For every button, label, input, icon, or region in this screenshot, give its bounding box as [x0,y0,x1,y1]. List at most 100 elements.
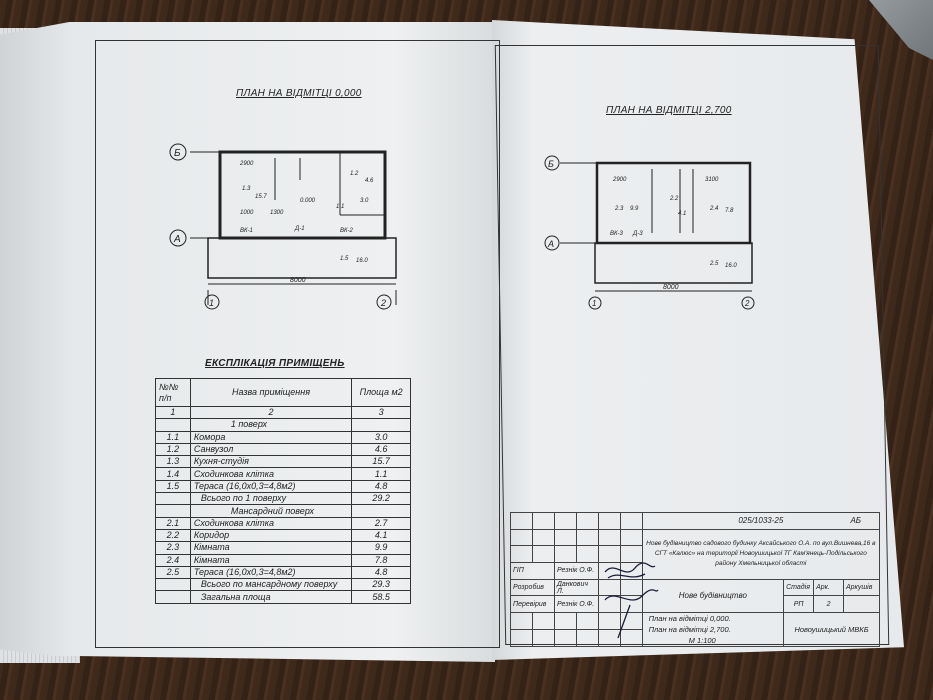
stage-label: Стадія [783,578,815,597]
plan2-title: ПЛАН НА ВІДМІТЦІ 2,700 [606,105,732,116]
row-number: 2.5 [155,565,191,580]
room-area [351,418,411,432]
room-area: 2.7 [351,516,411,530]
scale: М 1:100 [688,636,716,646]
room-area: 1.1 [351,467,411,481]
explication-title: ЕКСПЛІКАЦІЯ ПРИМІЩЕНЬ [205,358,345,369]
organization: Новоушицький МВКБ [783,612,880,648]
row-number [155,418,191,432]
room-area: 4.8 [351,479,411,494]
room-area: 4.1 [678,211,686,217]
room-area: 9.9 [630,206,639,212]
window-mark: ВК-2 [340,228,354,234]
room-area: 16.0 [725,263,737,269]
door-mark: Д-3 [632,231,643,237]
dim: 2900 [612,177,627,183]
axis-a: А [547,239,554,249]
object-name: Нове будівництво [641,578,785,614]
room-area: 3.0 [351,430,411,444]
dim: 2900 [239,161,254,167]
row-number: 2.2 [155,528,191,543]
row-number: 1.3 [155,455,191,469]
room-name: Тераса (16,0х0,3=4,8м2) [189,479,353,494]
room-number: 1.5 [340,256,349,262]
room-name: Всього по 1 поверху [189,492,353,506]
row-number: 1.5 [155,479,191,494]
room-number: 2.5 [709,261,719,267]
room-area: 7.8 [725,208,734,214]
room-area: 7.8 [351,553,411,567]
left-frame [95,40,500,648]
room-area: 15.7 [351,455,411,469]
room-number: 2.2 [669,196,679,202]
room-area: 29.3 [351,578,411,592]
col-header: Назва приміщення [189,378,353,407]
row-number: 2.4 [155,553,191,567]
room-area: 15.7 [255,194,267,200]
room-name: Кухня-студія [189,455,353,469]
row-number [155,578,191,592]
row-number: 2.1 [155,516,191,530]
role: ГІП [510,562,555,580]
axis-2: 2 [380,298,386,308]
room-name: Кімната [189,541,353,555]
axis-1: 1 [209,298,214,308]
dim-width: 8000 [290,277,306,284]
section-code: АБ [850,516,861,526]
col-number: 3 [351,405,411,420]
row-number: 1.4 [155,467,191,481]
room-name: 1 поверх [189,418,353,432]
sheets-label: Аркушів [842,578,881,597]
plan1-title: ПЛАН НА ВІДМІТЦІ 0,000 [236,88,362,99]
col-header: Площа м2 [351,378,411,407]
dim: 1000 [240,210,254,216]
axis-1: 1 [592,299,596,308]
room-name: Кімната [189,553,353,567]
room-area: 58.5 [351,590,411,604]
table-row: 1 поверх [155,418,411,432]
axis-2: 2 [744,299,750,308]
room-number: 1.1 [336,204,344,210]
room-name: Всього по мансардному поверху [189,578,353,592]
window-mark: ВК-3 [610,231,624,237]
room-area: 4.6 [365,178,374,184]
row-number: 1.1 [155,430,191,444]
room-area: 4.6 [351,442,411,457]
axis-a: А [173,234,181,245]
row-number [155,492,191,506]
room-name: Коридор [189,528,353,543]
room-number: 2.4 [709,206,719,212]
room-area: 4.1 [351,528,411,543]
dim-width: 8000 [663,284,679,291]
room-area: 4.8 [351,565,411,580]
room-area: 29.2 [351,492,411,506]
level-mark: 0.000 [300,198,316,204]
col-number: 2 [189,405,353,420]
col-number: 1 [155,405,191,420]
room-name: Тераса (16,0х0,3=4,8м2) [189,565,353,580]
dim: 3100 [705,177,719,183]
room-area: 3.0 [360,198,369,204]
room-name: Комора [189,430,353,444]
person: Резнік О.Ф. [553,562,599,580]
drawing-code: 025/1033-25 [738,516,784,526]
row-number [155,504,191,518]
room-name: Загальна площа [189,590,353,604]
role: Розробив [510,578,555,597]
axis-b: Б [174,148,181,159]
col-header: №№ п/п [155,378,191,407]
person: Резнік О.Ф. [553,595,599,614]
signature [604,562,659,639]
row-number: 1.2 [155,442,191,457]
room-name: Сходинкова клітка [189,467,353,481]
